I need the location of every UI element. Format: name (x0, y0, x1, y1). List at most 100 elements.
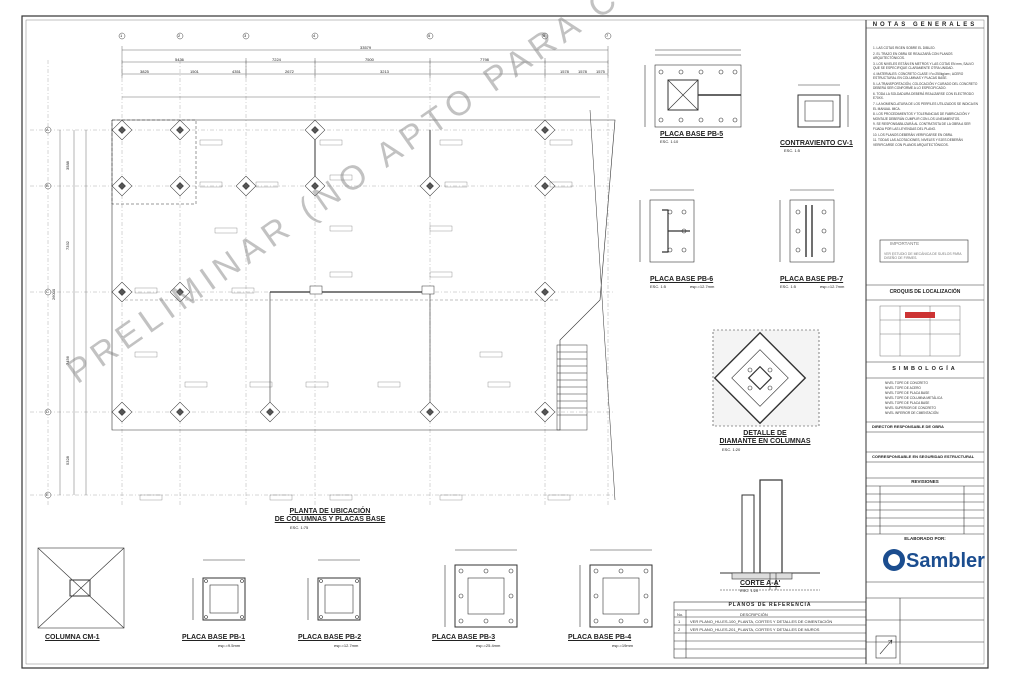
pb5-plate (644, 49, 742, 128)
diamond-detail-title: DETALLE DE DIAMANTE EN COLUMNAS (719, 430, 811, 445)
director-label: DIRECTOR RESPONSABLE DE OBRA (872, 424, 944, 429)
note-item: 8. LOS PROCEDIMIENTOS Y TOLERANCIAS DE F… (873, 112, 970, 121)
pb3-plate (444, 549, 518, 628)
axis-label-b: B (46, 183, 49, 188)
sub-dim-2: 1501 (190, 69, 199, 74)
simbologia-list: NIVEL TOPE DE CONCRETO NIVEL TOPE DE ACE… (885, 381, 942, 416)
left-dimensions (59, 130, 87, 495)
note-item: 1. LAS COTAS RIGEN SOBRE EL DIBUJO. (873, 46, 936, 50)
cv1-title: CONTRAVIENTO CV-1 (780, 140, 853, 147)
diamond-detail (712, 329, 820, 427)
axis-label-e: E (46, 492, 49, 497)
reference-table (673, 601, 867, 659)
axis-label-4: 4 (313, 33, 316, 38)
ref-row-desc: VER PLANO_HU-ES-201_PLANTA, CORTES Y DET… (690, 627, 820, 632)
axis-label-6: 6 (543, 33, 546, 38)
sub-dim-6: 1578 (560, 69, 569, 74)
ref-row-no: 2 (678, 627, 681, 632)
company-logo-text: Sambler (906, 550, 985, 572)
stair-detail (111, 119, 588, 431)
pb5-title: PLACA BASE PB-5 (660, 131, 724, 138)
note-item: 7. LA NOMENCLATURA DE LOS PERFILES UTILI… (873, 102, 978, 111)
pb2-thickness: esp.=12.7mm (334, 643, 359, 648)
symbol-item: NIVEL TOPE DE PLACA BASE (885, 401, 930, 405)
note-item: 5. LA TRANSPORTACIÓN, COLOCACIÓN Y CURAD… (873, 82, 978, 91)
pb2-plate (307, 559, 361, 621)
note-item: 10. LOS PLANOS DEBERÁN VERIFICARSE EN OB… (873, 132, 954, 137)
symbol-item: NIVEL TOPE DE ACERO (885, 386, 921, 390)
overall-width-dim: 33579 (360, 45, 372, 50)
pb7-thickness: esp.=12.7mm (820, 284, 845, 289)
plan-columns (111, 119, 556, 423)
revisiones-label: REVISIONES (911, 479, 939, 484)
note-item: 4. MATERIALES: CONCRETO CLASE I f'c=250k… (873, 71, 964, 81)
sub-dim-8: 1575 (596, 69, 605, 74)
pb6-scale: ESC. 1:5 (650, 284, 667, 289)
axis-markers (44, 32, 612, 499)
plan-title: PLANTA DE UBICACIÓN DE COLUMNAS Y PLACAS… (274, 508, 386, 523)
axis-label-3: 3 (244, 33, 247, 38)
note-item: 3. LOS NIVELES ESTÁN EN METROS Y LAS COT… (873, 61, 974, 71)
symbol-item: NIVEL INFERIOR DE CIMENTACIÓN (885, 411, 939, 415)
span-dim-1: 5436 (175, 57, 184, 62)
note-item: 9. SE RESPONSABILIZARÁ AL CONTRATISTA DE… (873, 122, 971, 131)
pb5-scale: ESC. 1:10 (660, 139, 679, 144)
croquis-title: CROQUIS DE LOCALIZACIÓN (889, 289, 961, 295)
pb7-title: PLACA BASE PB-7 (780, 276, 844, 283)
plan-scale: ESC. 1:75 (290, 525, 309, 530)
section-scale: ESC. 1:20 (740, 588, 759, 593)
cv1-brace (797, 84, 849, 128)
pb2-title: PLACA BASE PB-2 (298, 634, 362, 641)
pb1-plate (192, 559, 246, 621)
span-dim-3: 7500 (365, 57, 374, 62)
important-text: VER ESTUDIO DE MECÁNICA DE SUELOS PARA D… (884, 252, 962, 260)
references-title: PLANOS DE REFERENCIA (728, 602, 812, 608)
note-item: 2. EL TRAZO EN OBRA SE REALIZARÁ CON PLA… (873, 51, 953, 61)
left-dim-2: 7332 (65, 241, 70, 250)
axis-label-d: D (46, 409, 49, 414)
left-dim-1: 3588 (65, 161, 70, 170)
axis-label-1: 1 (120, 33, 123, 38)
pb6-plate (639, 189, 695, 263)
axis-label-7: 7 (606, 33, 609, 38)
axis-label-2: 2 (178, 33, 181, 38)
axis-label-c: C (46, 289, 49, 294)
sub-dim-3: 4351 (232, 69, 241, 74)
ref-row-desc: VER PLANO_HU-ES-100_PLANTA, CORTES Y DET… (690, 619, 833, 624)
notes-title: NOTAS GENERALES (872, 22, 978, 28)
span-dim-4: 7798 (480, 57, 489, 62)
sub-dim-1: 3825 (140, 69, 149, 74)
note-item: 11. TODAS LAS ACOTACIONES, NIVELES Y EJE… (873, 138, 963, 147)
span-dim-2: 7224 (272, 57, 281, 62)
company-logo-mark (883, 549, 905, 571)
seguridad-label: CORRESPONSABLE EN SEGURIDAD ESTRUCTURAL (872, 454, 975, 459)
top-dimensions (121, 46, 609, 98)
sub-dim-5: 3213 (380, 69, 389, 74)
pb4-plate (579, 549, 653, 628)
pb7-scale: ESC. 1:5 (780, 284, 797, 289)
symbol-item: NIVEL TOPE DE PLACA BASE (885, 391, 930, 395)
title-block-lines (866, 27, 984, 664)
cm1-title: COLUMNA CM-1 (45, 634, 100, 641)
diamond-detail-scale: ESC. 1:20 (722, 447, 741, 452)
location-sketch (879, 305, 961, 357)
ref-row-no: 1 (678, 619, 681, 624)
ref-col-no: No. (677, 612, 684, 617)
overall-height-dim: 26000 (51, 288, 56, 300)
pb6-title: PLACA BASE PB-6 (650, 276, 714, 283)
axis-label-5: 5 (428, 33, 431, 38)
symbol-item: NIVEL SUPERIOR DE CONCRETO (885, 406, 937, 410)
elaborado-label: ELABORADO POR: (904, 536, 946, 541)
north-arrow (875, 635, 897, 659)
axis-label-a: A (46, 127, 49, 132)
left-dim-3: 7456 (65, 356, 70, 365)
pb4-thickness: esp.=19mm (612, 643, 634, 648)
left-dim-4: 5328 (65, 456, 70, 465)
cm1-column (37, 547, 125, 629)
symbol-item: NIVEL TOPE DE CONCRETO (885, 381, 928, 385)
pb7-plate (779, 189, 835, 263)
pb4-title: PLACA BASE PB-4 (568, 634, 632, 641)
important-label: IMPORTANTE (890, 241, 920, 246)
ref-col-desc: DESCRIPCIÓN (740, 612, 768, 617)
